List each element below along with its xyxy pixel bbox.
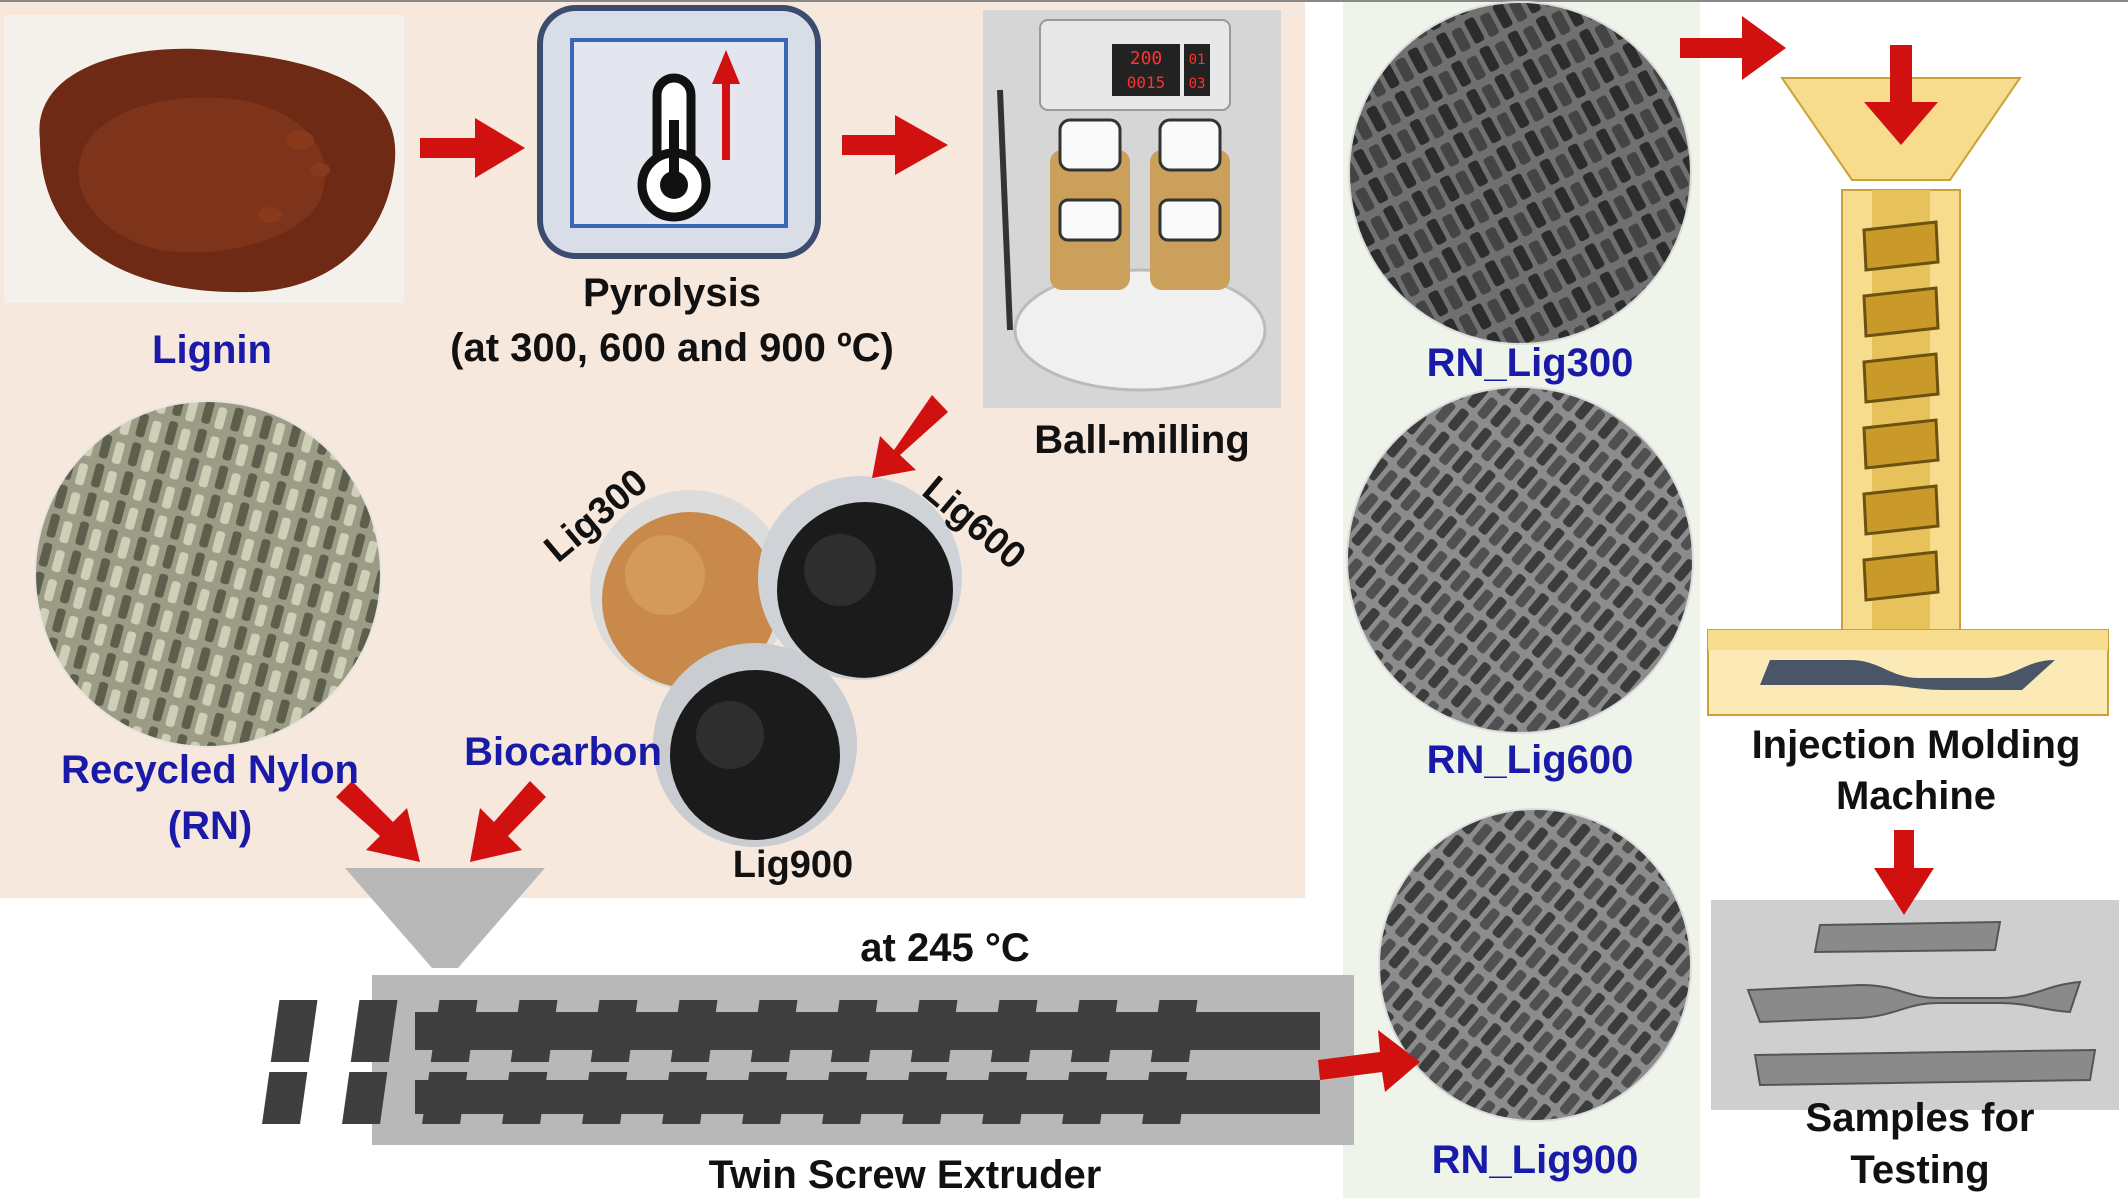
recycled-nylon-label: Recycled Nylon <box>61 748 359 792</box>
pyrolysis-label: Pyrolysis <box>583 271 761 315</box>
screw-lower <box>262 1072 1320 1124</box>
lig900-powder-image <box>653 643 857 847</box>
arrow-molding-to-samples <box>1874 830 1934 915</box>
mill-display-bottom: 0015 <box>1127 73 1166 92</box>
rn-abbreviation-label: (RN) <box>167 804 253 848</box>
rn-lig900-pellets-image <box>1378 808 1692 1122</box>
pyrolysis-temperature-label: (at 300, 600 and 900 ºC) <box>450 326 894 370</box>
rn-lig300-label: RN_Lig300 <box>1426 341 1634 385</box>
testing-label: Testing <box>1850 1148 1990 1192</box>
lig300-powder-image <box>590 490 790 690</box>
ball-milling-label: Ball-milling <box>1034 418 1250 462</box>
arrow-pyrolysis-to-ballmill <box>842 115 948 175</box>
arrows <box>336 16 1938 1092</box>
arrow-pellets-to-molding <box>1680 16 1786 80</box>
rn-lig600-pellets-image <box>1346 386 1694 734</box>
temperature-rise-arrow-icon <box>712 50 740 160</box>
ball-mill-image: 200 0015 01 03 <box>983 10 1281 408</box>
twin-screw-extruder <box>262 868 1354 1145</box>
top-border <box>0 0 2128 2</box>
extrusion-temperature-label: at 245 °C <box>860 926 1030 970</box>
arrow-lignin-to-pyrolysis <box>420 118 525 178</box>
biocarbon-label: Biocarbon <box>464 730 662 774</box>
rn-lig300-pellets-image <box>1348 1 1692 345</box>
screw-upper <box>270 1000 1320 1062</box>
arrow-ballmill-to-biocarbon <box>872 395 948 478</box>
arrow-biocarbon-to-hopper <box>470 781 546 862</box>
thermometer-icon <box>637 73 711 222</box>
injection-molding-machine <box>1707 77 2109 716</box>
machine-label: Machine <box>1835 774 1997 818</box>
arrow-extruder-to-pellets <box>1318 1030 1420 1092</box>
mill-display-right-bottom: 03 <box>1189 76 1206 92</box>
test-samples-image <box>1711 900 2119 1110</box>
lig900-label: Lig900 <box>732 844 854 886</box>
lig600-powder-image <box>758 476 962 680</box>
samples-for-label: Samples for <box>1805 1096 2035 1140</box>
mill-display-top: 200 <box>1130 48 1163 69</box>
injection-molding-label: Injection Molding <box>1751 723 2081 767</box>
rn-lig600-label: RN_Lig600 <box>1426 738 1634 782</box>
mill-display-right-top: 01 <box>1189 52 1206 68</box>
twin-screw-extruder-label: Twin Screw Extruder <box>708 1153 1102 1197</box>
arrow-nylon-to-hopper <box>336 781 420 862</box>
pyrolysis-furnace-icon <box>537 5 821 259</box>
rn-lig900-label: RN_Lig900 <box>1431 1138 1639 1182</box>
lignin-label: Lignin <box>152 328 272 372</box>
recycled-nylon-pellets-image <box>34 400 382 748</box>
arrow-into-hopper <box>1864 45 1938 145</box>
lignin-powder-image <box>4 15 404 303</box>
